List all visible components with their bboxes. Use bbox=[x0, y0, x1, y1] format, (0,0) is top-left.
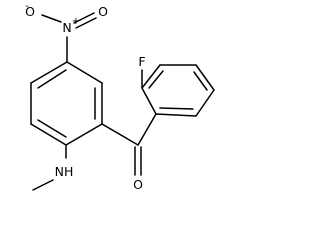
bond-amine-n-methyl bbox=[32, 179, 54, 191]
bond-ring-a-1 bbox=[66, 61, 103, 84]
bonds bbox=[30, 12, 215, 191]
bond-ring-a-6 bbox=[30, 61, 68, 84]
charge-nitro-nitrogen-positive: + bbox=[72, 16, 80, 27]
bond-ring-b-6-inner bbox=[159, 107, 194, 110]
bond-nitro-n-o-single bbox=[41, 14, 62, 23]
atom-nitro-oxygen-single: O bbox=[25, 4, 35, 19]
bond-ring-a-4 bbox=[30, 123, 67, 146]
atom-ketone-oxygen: O bbox=[133, 177, 143, 192]
chemical-structure-diagram: O - N + O F O NH bbox=[25, 1, 215, 192]
atom-nitro-oxygen-double: O bbox=[98, 4, 108, 19]
bond-nitro-n-o-double-2 bbox=[75, 17, 97, 29]
atom-labels: O - N + O F O NH bbox=[25, 1, 146, 192]
bond-carbonyl-ring-b bbox=[137, 113, 157, 146]
bond-ring-b-6 bbox=[155, 113, 197, 117]
bond-ring-b-4-inner bbox=[193, 71, 208, 91]
bond-ring-b-2 bbox=[141, 64, 161, 89]
atom-amine-nh: NH bbox=[55, 164, 74, 179]
bond-ring-b-4 bbox=[195, 64, 215, 91]
bond-ring-a-3 bbox=[65, 123, 103, 146]
atom-fluorine: F bbox=[138, 54, 145, 69]
atom-nitro-nitrogen: N bbox=[62, 20, 71, 35]
bond-ring-b-1 bbox=[141, 87, 157, 115]
bond-ring-a-4-inner bbox=[37, 119, 67, 138]
bond-ring-b-5 bbox=[195, 89, 215, 117]
bond-ring-b-2-inner bbox=[148, 70, 164, 89]
bond-nitro-n-o-double-1 bbox=[73, 12, 95, 24]
bond-ring-a-carbonyl bbox=[101, 123, 139, 146]
charge-nitro-oxygen-negative: - bbox=[25, 1, 29, 12]
bond-ring-a-6-inner bbox=[37, 69, 67, 89]
